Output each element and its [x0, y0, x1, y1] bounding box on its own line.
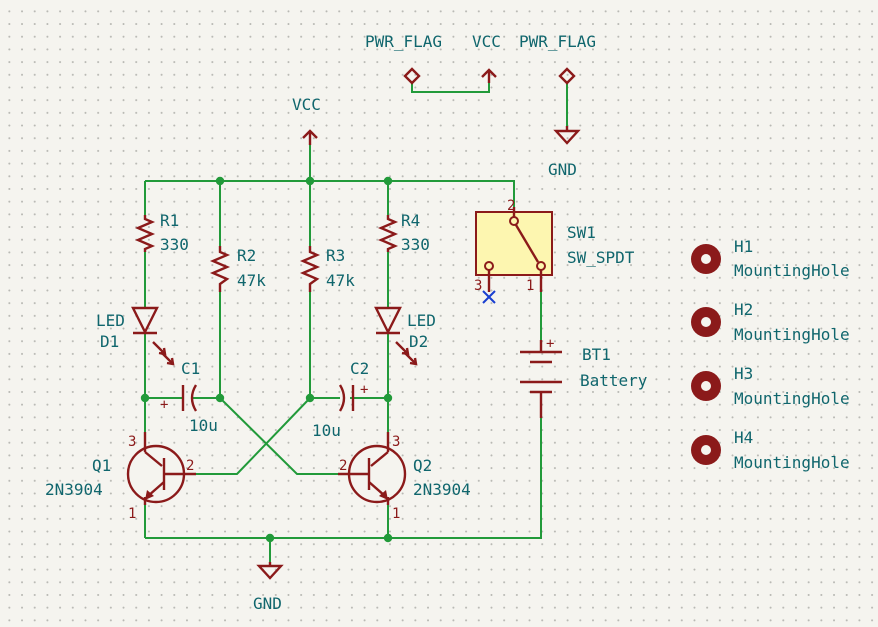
d2-value: LED — [407, 311, 436, 330]
q2-pin-b: 2 — [339, 458, 347, 474]
resistor-r1[interactable] — [134, 215, 156, 252]
q1-pin-c: 3 — [128, 434, 136, 450]
sw1-ref: SW1 — [567, 223, 596, 242]
resistor-r3[interactable] — [299, 246, 321, 292]
led-d2[interactable] — [374, 306, 418, 366]
gnd-top-label: GND — [548, 160, 577, 179]
pwr-flag-right-symbol[interactable] — [558, 67, 576, 85]
r2-ref: R2 — [237, 246, 256, 265]
q2-value: 2N3904 — [413, 480, 471, 499]
sw1-pin-com: 2 — [507, 198, 515, 214]
led-d1[interactable] — [131, 306, 175, 366]
c2-value: 10u — [312, 421, 341, 440]
q1-ref: Q1 — [92, 456, 111, 475]
h2-value: MountingHole — [734, 325, 850, 344]
sw1-pin-b: 1 — [526, 278, 534, 294]
h3-ref: H3 — [734, 364, 753, 383]
vcc-top-label: VCC — [472, 32, 501, 51]
pwr-flag-right-label: PWR_FLAG — [519, 32, 596, 51]
mounting-hole-h3[interactable] — [691, 371, 721, 401]
c2-ref: C2 — [350, 359, 369, 378]
d1-value: LED — [96, 311, 125, 330]
q2-pin-c: 3 — [392, 434, 400, 450]
h1-ref: H1 — [734, 237, 753, 256]
battery-bt1[interactable] — [520, 340, 562, 418]
h1-value: MountingHole — [734, 261, 850, 280]
c1-value: 10u — [189, 416, 218, 435]
vcc-top-symbol[interactable] — [481, 68, 497, 83]
q1-pin-e: 1 — [128, 506, 136, 522]
h3-value: MountingHole — [734, 389, 850, 408]
q2-ref: Q2 — [413, 456, 432, 475]
bt1-plus-label: + — [546, 336, 554, 352]
gnd-top-symbol[interactable] — [553, 126, 581, 145]
junctions — [140, 176, 393, 543]
capacitor-c2[interactable] — [338, 384, 355, 412]
sw1-pin-a: 3 — [474, 278, 482, 294]
h4-ref: H4 — [734, 428, 753, 447]
r2-value: 47k — [237, 271, 266, 290]
c1-ref: C1 — [181, 359, 200, 378]
c1-plus-label: + — [160, 397, 168, 413]
mounting-hole-h2[interactable] — [691, 307, 721, 337]
sw1-value: SW_SPDT — [567, 248, 635, 267]
resistor-r2[interactable] — [209, 246, 231, 292]
r3-ref: R3 — [326, 246, 345, 265]
r4-ref: R4 — [401, 211, 420, 230]
no-connect-marker — [482, 290, 496, 304]
capacitor-c1[interactable] — [181, 384, 198, 412]
r4-value: 330 — [401, 235, 430, 254]
c2-plus-label: + — [360, 382, 368, 398]
d1-ref: D1 — [100, 332, 119, 351]
transistor-q2[interactable] — [338, 432, 407, 505]
r1-ref: R1 — [160, 211, 179, 230]
mounting-hole-h1[interactable] — [691, 244, 721, 274]
mounting-hole-h4[interactable] — [691, 435, 721, 465]
vcc-main-symbol[interactable] — [302, 129, 318, 145]
h4-value: MountingHole — [734, 453, 850, 472]
d2-ref: D2 — [409, 332, 428, 351]
vcc-main-label: VCC — [292, 95, 321, 114]
wires — [144, 83, 568, 562]
gnd-main-symbol[interactable] — [256, 562, 284, 580]
transistor-q1[interactable] — [126, 432, 196, 505]
q1-value: 2N3904 — [45, 480, 103, 499]
resistor-r4[interactable] — [377, 215, 399, 252]
bt1-ref: BT1 — [582, 345, 611, 364]
switch-sw1[interactable] — [475, 207, 553, 292]
gnd-main-label: GND — [253, 594, 282, 613]
q1-pin-b: 2 — [186, 458, 194, 474]
bt1-value: Battery — [580, 371, 648, 390]
q2-pin-e: 1 — [392, 506, 400, 522]
pwr-flag-left-label: PWR_FLAG — [365, 32, 442, 51]
r3-value: 47k — [326, 271, 355, 290]
pwr-flag-left-symbol[interactable] — [403, 67, 421, 85]
h2-ref: H2 — [734, 300, 753, 319]
r1-value: 330 — [160, 235, 189, 254]
